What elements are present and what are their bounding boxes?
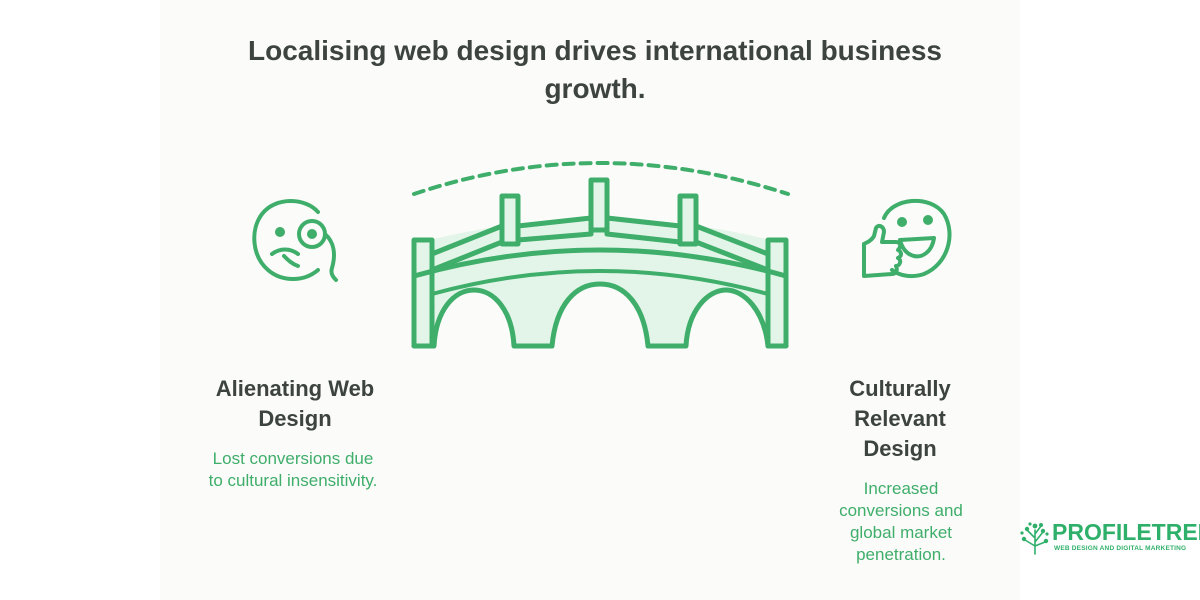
- profiletree-logo: PROFILETREE WEB DESIGN AND DIGITAL MARKE…: [1018, 518, 1200, 558]
- left-description: Lost conversions due to cultural insensi…: [208, 449, 378, 490]
- happy-face-thumbs-up-icon: [862, 199, 952, 279]
- confused-face-monocle-icon: [252, 199, 338, 282]
- right-description: Increased conversions and global market …: [839, 479, 963, 564]
- diagram-background: [160, 0, 1020, 600]
- tree-icon: [1020, 522, 1049, 555]
- right-heading: Culturally Relevant Design: [849, 376, 951, 461]
- logo-name: PROFILETREE: [1052, 519, 1200, 545]
- logo-tagline: WEB DESIGN AND DIGITAL MARKETING: [1054, 545, 1187, 552]
- bridge-icon: [411, 161, 790, 349]
- page-title: Localising web design drives internation…: [248, 35, 942, 104]
- left-heading: Alienating Web Design: [215, 376, 375, 431]
